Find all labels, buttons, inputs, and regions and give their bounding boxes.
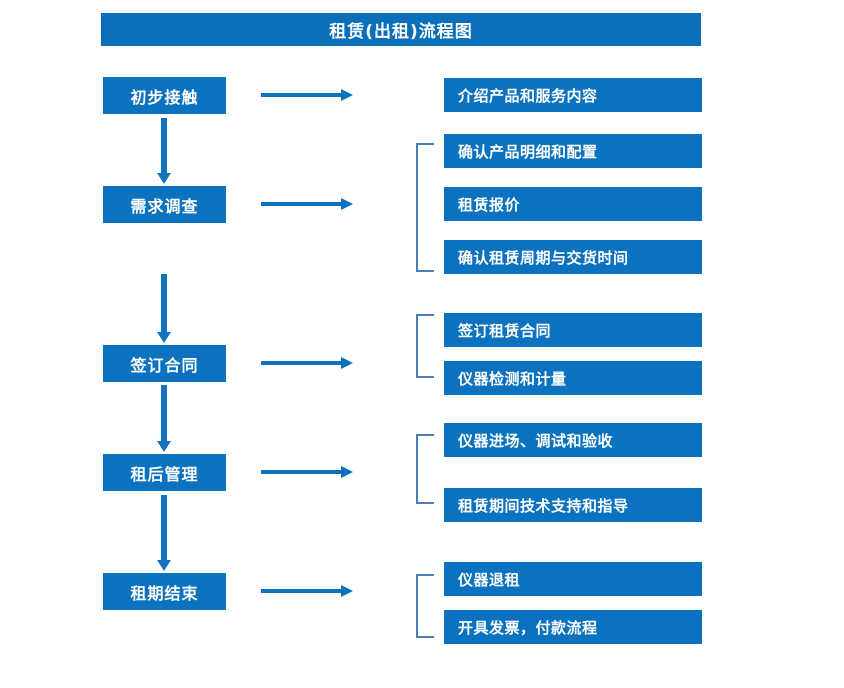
stage-label-1: 初步接触 (130, 87, 199, 107)
detail-box-3[interactable]: 租赁报价 (444, 187, 702, 221)
branch-arrow-1 (261, 89, 353, 101)
arrow-head (341, 466, 353, 478)
arrow-shaft (261, 361, 341, 365)
arrow-head (157, 441, 171, 452)
arrow-shaft (161, 385, 167, 442)
detail-label-4: 确认租赁周期与交货时间 (458, 248, 629, 267)
detail-label-6: 仪器检测和计量 (458, 369, 567, 388)
arrow-shaft (161, 274, 167, 333)
arrow-head (341, 585, 353, 597)
stage-box-4[interactable]: 租后管理 (103, 454, 226, 491)
stage-label-2: 需求调查 (130, 196, 199, 216)
detail-box-2[interactable]: 确认产品明细和配置 (444, 134, 702, 168)
stage-label-5: 租期结束 (130, 583, 199, 603)
arrow-shaft (261, 93, 341, 97)
detail-box-10[interactable]: 开具发票，付款流程 (444, 610, 702, 644)
group-bracket-3 (416, 434, 434, 504)
detail-box-7[interactable]: 仪器进场、调试和验收 (444, 423, 702, 457)
stage-label-4: 租后管理 (130, 464, 199, 484)
detail-label-2: 确认产品明细和配置 (458, 142, 598, 161)
chart-title: 租赁(出租)流程图 (329, 22, 473, 42)
stage-label-3: 签订合同 (130, 355, 199, 375)
detail-label-7: 仪器进场、调试和验收 (458, 431, 614, 450)
arrow-head (157, 332, 171, 343)
detail-box-5[interactable]: 签订租赁合同 (444, 313, 702, 347)
arrow-head (157, 560, 171, 571)
arrow-head (341, 357, 353, 369)
detail-box-9[interactable]: 仪器退租 (444, 562, 702, 596)
arrow-shaft (161, 495, 167, 561)
detail-label-10: 开具发票，付款流程 (458, 618, 598, 637)
flow-arrow-down-3 (157, 385, 171, 452)
detail-label-3: 租赁报价 (458, 195, 521, 214)
detail-box-8[interactable]: 租赁期间技术支持和指导 (444, 488, 702, 522)
arrow-shaft (161, 118, 167, 174)
detail-box-4[interactable]: 确认租赁周期与交货时间 (444, 240, 702, 274)
stage-box-1[interactable]: 初步接触 (103, 77, 226, 114)
branch-arrow-3 (261, 357, 353, 369)
branch-arrow-4 (261, 466, 353, 478)
flow-arrow-down-2 (157, 274, 171, 343)
group-bracket-4 (416, 574, 434, 638)
arrow-shaft (261, 589, 341, 593)
arrow-shaft (261, 202, 341, 206)
stage-box-2[interactable]: 需求调查 (103, 186, 226, 223)
detail-label-8: 租赁期间技术支持和指导 (458, 496, 629, 515)
branch-arrow-5 (261, 585, 353, 597)
flow-arrow-down-4 (157, 495, 171, 571)
arrow-head (157, 173, 171, 184)
stage-box-3[interactable]: 签订合同 (103, 345, 226, 382)
arrow-head (341, 198, 353, 210)
chart-title-bar: 租赁(出租)流程图 (101, 13, 701, 46)
detail-label-5: 签订租赁合同 (458, 321, 552, 340)
detail-label-9: 仪器退租 (458, 570, 521, 589)
group-bracket-1 (416, 143, 434, 272)
detail-box-6[interactable]: 仪器检测和计量 (444, 361, 702, 395)
detail-box-1[interactable]: 介绍产品和服务内容 (444, 78, 702, 112)
stage-box-5[interactable]: 租期结束 (103, 573, 226, 610)
arrow-head (341, 89, 353, 101)
group-bracket-2 (416, 314, 434, 378)
detail-label-1: 介绍产品和服务内容 (458, 86, 598, 105)
flow-arrow-down-1 (157, 118, 171, 184)
arrow-shaft (261, 470, 341, 474)
branch-arrow-2 (261, 198, 353, 210)
